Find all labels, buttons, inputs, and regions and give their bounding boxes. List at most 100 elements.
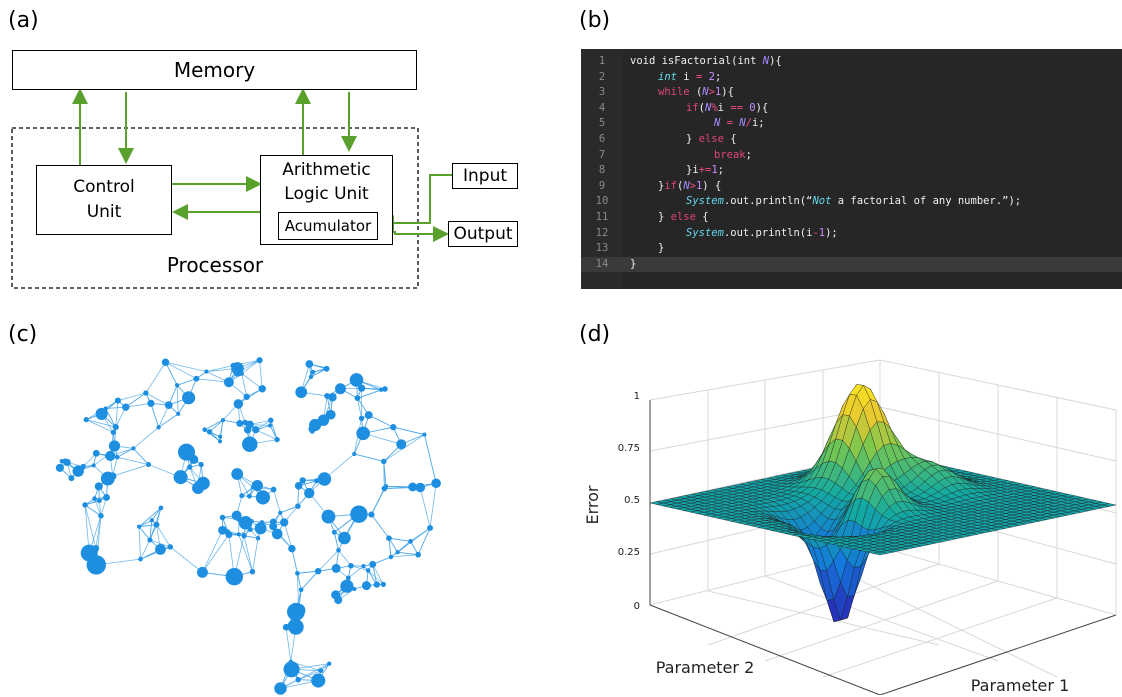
network-node [187,464,193,470]
network-node [271,528,283,540]
z-axis-label: Error [583,485,602,524]
network-node [82,502,88,508]
network-node [379,387,384,392]
code-text: while (N>1){ [658,86,734,99]
line-number: 14 [595,257,609,270]
network-node [314,567,322,575]
code-text: }if(N>1) { [658,179,722,192]
network-node [349,373,364,387]
network-node [96,498,102,504]
brain-network-illustration [55,357,441,695]
output-box: Output [448,221,518,247]
code-text: } [630,257,637,270]
network-node [269,518,277,526]
network-node [422,432,427,437]
network-node [311,673,326,688]
network-node [352,586,357,592]
network-node [72,465,84,477]
network-node [251,479,263,492]
network-node [223,377,234,388]
network-node [310,369,316,375]
network-node [298,587,304,593]
network-node [304,487,315,499]
network-node [196,566,208,578]
network-node [177,443,195,461]
network-node [415,482,426,493]
network-node [218,434,223,439]
network-node [415,551,422,558]
network-node [252,426,260,434]
network-node [68,475,75,482]
network-node [396,439,407,450]
network-node [112,423,119,431]
code-text: System.out.println(i-1); [686,226,838,239]
network-node [274,437,280,443]
network-node [364,411,373,420]
z-tick-1: 1 [634,391,640,402]
network-node [356,426,370,441]
network-node [249,568,256,575]
line-number: 6 [598,133,606,145]
network-node [270,486,277,493]
network-node [283,661,300,678]
network-node [431,478,441,489]
network-node [249,519,254,524]
network-node [268,423,273,428]
network-node [282,623,290,631]
network-node [362,581,371,591]
line-number: 2 [598,70,606,83]
network-node [164,401,173,410]
line-number: 9 [598,179,606,192]
network-node [110,429,117,436]
network-node [368,511,375,518]
network-node [156,425,161,430]
network-node [149,518,154,523]
network-node [108,440,121,452]
network-node [334,383,346,395]
line-number: 1 [598,55,606,67]
code-text: break; [714,148,752,161]
network-node [92,496,97,501]
line-number: 5 [598,117,606,130]
network-node [295,676,301,683]
z-tick-0: 0 [634,601,640,612]
network-node [278,510,283,515]
network-node [105,450,116,461]
network-node [136,524,142,529]
network-node [305,360,314,368]
code-text: int i = 2; [658,70,722,83]
line-number: 4 [598,101,606,114]
code-text: N = N/i; [714,117,765,130]
network-node [255,490,271,505]
code-text: }i+=1; [686,164,724,177]
network-node [380,581,386,587]
network-node [321,509,336,524]
network-node [327,661,332,666]
network-node [274,682,287,695]
network-node [388,554,394,560]
network-node [295,570,300,576]
network-node [295,503,301,509]
network-node [231,468,244,480]
error-surface-plot: 0 0.25 0.5 0.75 1 Error Parameter 2 Para… [583,359,1117,695]
network-node [173,470,188,485]
line-number: 12 [595,226,609,239]
network-node [114,397,121,404]
network-node [381,458,387,465]
panel-label-a: (a) [8,8,39,33]
processor-boundary [11,127,419,289]
network-node [225,567,244,586]
network-node [94,482,103,491]
network-node [158,505,164,511]
network-node [230,362,237,369]
processor-label: Processor [166,253,264,277]
network-node [373,581,381,588]
network-node [153,521,160,528]
network-node [176,411,181,416]
network-node [294,482,303,490]
network-node [342,580,351,590]
network-node [390,424,397,431]
